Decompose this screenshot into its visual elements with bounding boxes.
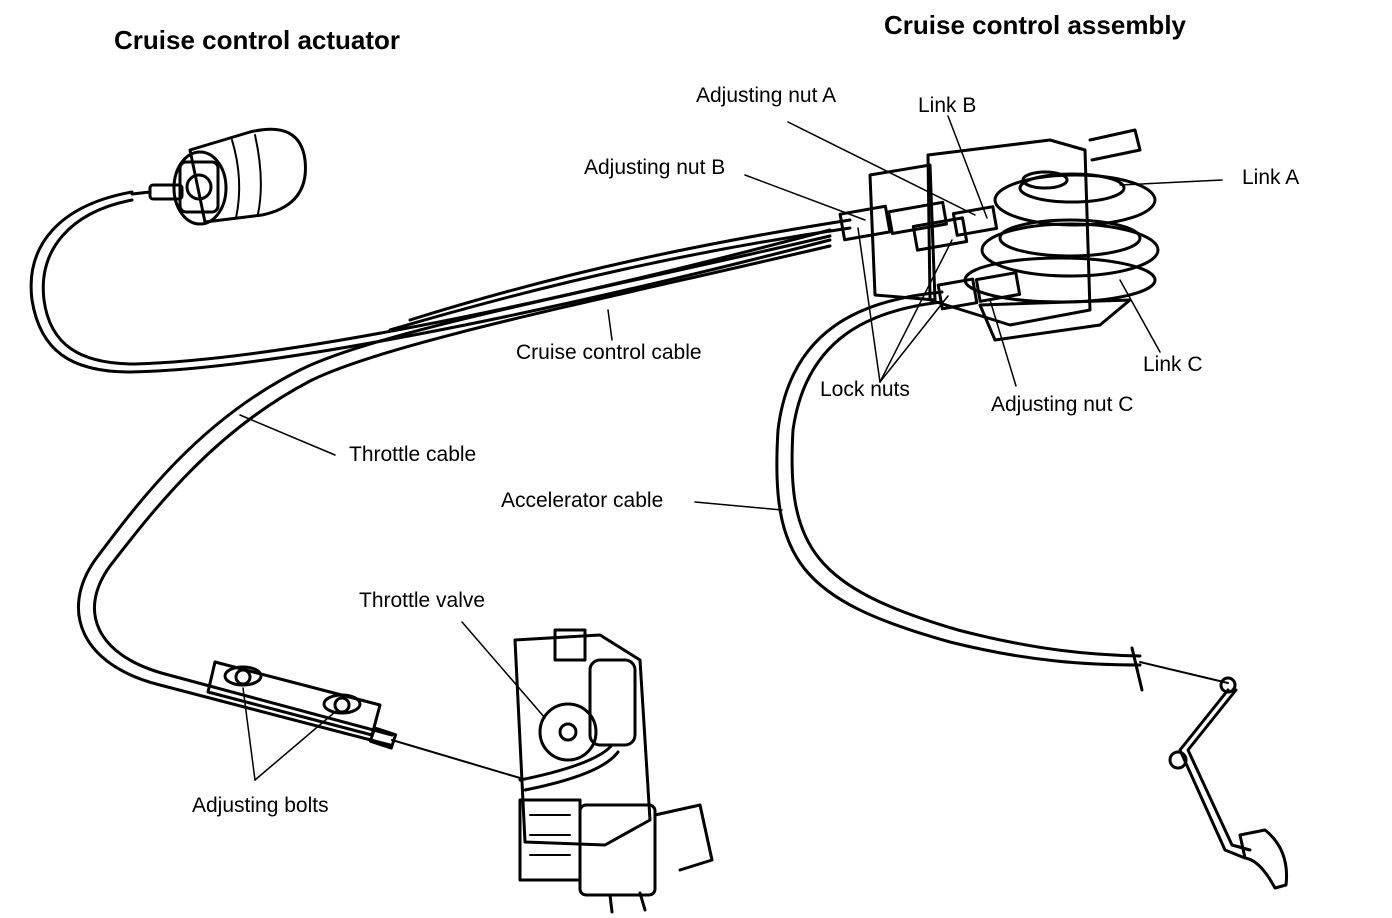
leader-lines [239,115,1223,781]
label-adjusting-nut-b: Adjusting nut B [584,156,726,179]
label-adjusting-bolts: Adjusting bolts [192,794,329,817]
label-link-c: Link C [1143,353,1203,376]
label-adjusting-nut-c: Adjusting nut C [991,393,1134,416]
label-link-b: Link B [918,94,977,117]
heading-actuator: Cruise control actuator [114,25,401,55]
label-adjusting-nut-a: Adjusting nut A [696,84,837,107]
accelerator-cable-line [775,290,1229,692]
accelerator-pedal [1168,676,1289,890]
label-link-a: Link A [1242,166,1300,189]
label-lock-nuts: Lock nuts [820,378,910,401]
cruise-control-cable-line [388,218,852,332]
assembly-body [868,128,1160,342]
label-throttle-cable: Throttle cable [349,443,477,466]
assembly-cable-ends [838,200,1022,311]
adjusting-bracket [206,660,382,737]
label-throttle-valve: Throttle valve [359,589,486,612]
actuator-body [130,127,307,226]
heading-assembly: Cruise control assembly [884,10,1186,40]
throttle-cable-line [77,234,832,779]
label-accelerator-cable: Accelerator cable [501,489,664,512]
actuator-cable [29,190,832,374]
label-cruise-control-cable: Cruise control cable [516,341,702,364]
throttle-body [513,628,714,914]
